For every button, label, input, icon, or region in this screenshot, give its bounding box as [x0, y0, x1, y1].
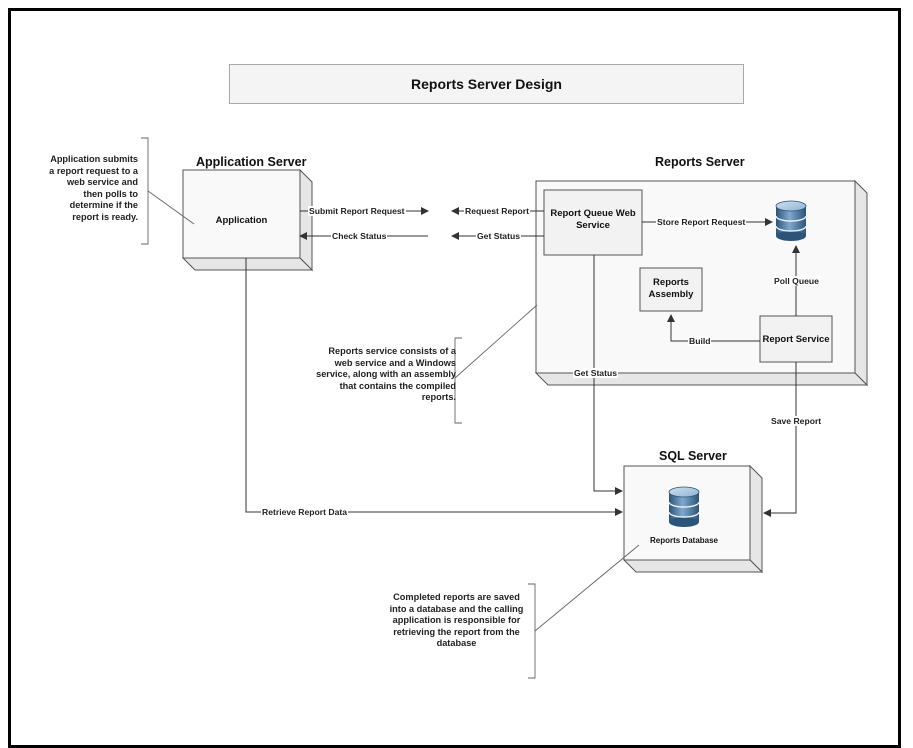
poll-queue-label: Poll Queue	[773, 276, 820, 286]
completed-reports-note: Completed reports are saved into a datab…	[389, 592, 524, 648]
reports-service-note-bracket	[454, 337, 462, 424]
application-note-bracket	[141, 137, 149, 245]
request-report-label: Request Report	[464, 206, 530, 216]
reports-service-note-leader	[454, 304, 538, 379]
build-label: Build	[688, 336, 712, 346]
application-note: Application submits a report request to …	[49, 154, 138, 222]
reports-database-icon	[668, 486, 700, 527]
get-status-sql-arrow	[593, 255, 623, 495]
completed-reports-note-leader	[534, 544, 640, 632]
report-service-node: Report Service	[762, 334, 830, 345]
reports-database-label: Reports Database	[649, 536, 719, 545]
application-node: Application	[215, 215, 268, 226]
check-status-label: Check Status	[331, 231, 388, 241]
web-service-node-shape	[543, 189, 643, 256]
store-report-request-label: Store Report Request	[656, 217, 747, 227]
save-report-arrow	[763, 362, 797, 517]
report-queue-web-service-node: Report Queue Web Service	[550, 208, 636, 231]
reports-assembly-node-shape	[639, 267, 703, 312]
get-status-sql-label: Get Status	[573, 368, 618, 378]
retrieve-report-data-arrow	[245, 258, 623, 516]
application-server-box	[181, 168, 314, 272]
reports-server-title: Reports Server	[655, 155, 745, 169]
queue-database-icon	[775, 200, 807, 241]
get-status-label: Get Status	[476, 231, 521, 241]
submit-report-request-label: Submit Report Request	[308, 206, 406, 216]
diagram-title: Reports Server Design	[229, 64, 744, 104]
completed-reports-note-bracket	[528, 583, 536, 679]
save-report-label: Save Report	[770, 416, 823, 426]
build-arrow	[667, 314, 760, 342]
reports-assembly-node: Reports Assembly	[648, 277, 694, 300]
retrieve-report-data-label: Retrieve Report Data	[261, 507, 349, 517]
sql-server-title: SQL Server	[659, 449, 727, 463]
reports-service-note: Reports service consists of a web servic…	[316, 346, 456, 402]
application-server-title: Application Server	[196, 155, 307, 169]
application-note-leader	[147, 190, 195, 225]
